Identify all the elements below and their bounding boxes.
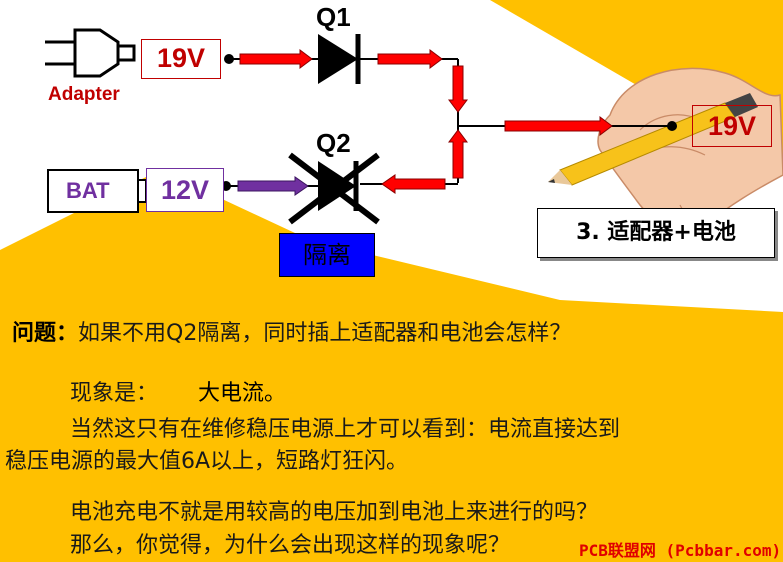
question-line-2: 电池充电不就是用较高的电压加到电池上来进行的吗？ [70, 500, 599, 525]
phenomenon-prefix: 现象是： [70, 381, 159, 406]
watermark: PCB联盟网 (Pcbbar.com) [579, 541, 782, 560]
hand-pen-illustration [548, 67, 783, 246]
q2-label: Q2 [316, 128, 351, 158]
phenomenon-line: 现象是： 大电流。 [70, 375, 286, 407]
arrow-down-upper [448, 65, 468, 113]
diode-q1 [318, 34, 361, 84]
explanation-line-2: 稳压电源的最大值6A以上，短路灯狂闪。 [5, 449, 409, 474]
bat-voltage-box: 12V [146, 168, 224, 212]
arrow-to-output [504, 116, 613, 136]
q1-label: Q1 [316, 2, 351, 32]
arrow-bat-to-q2 [237, 176, 309, 196]
bg-yellow-bottom [0, 170, 783, 562]
question-body: 如果不用Q2隔离，同时插上适配器和电池会怎样？ [78, 321, 572, 346]
output-voltage-box: 19V [692, 105, 772, 147]
question-line: 问题：如果不用Q2隔离，同时插上适配器和电池会怎样？ [12, 315, 571, 347]
adapter-label: Adapter [48, 84, 120, 105]
question-prefix: 问题： [12, 321, 79, 346]
explanation-line-1: 当然这只有在维修稳压电源上才可以看到：电流直接达到 [70, 417, 621, 442]
arrow-q1-right [377, 49, 443, 69]
circuit-diagram [45, 28, 677, 225]
phenomenon-value: 大电流。 [198, 381, 287, 406]
battery-icon [47, 169, 147, 213]
bat-label: BAT [66, 178, 110, 203]
isolation-badge: 隔离 [279, 233, 375, 277]
node-output [667, 121, 677, 131]
node-adapter [224, 54, 234, 64]
adapter-plug-icon [45, 28, 136, 78]
arrow-up-lower [448, 129, 468, 179]
adapter-voltage-box: 19V [141, 39, 221, 79]
arrow-junction-to-q2 [381, 174, 446, 194]
arrow-adapter-to-q1 [239, 49, 313, 69]
q2-cross-mark [288, 152, 380, 225]
scenario-caption: 3. 适配器+电池 [537, 208, 775, 258]
question-line-3: 那么，你觉得，为什么会出现这样的现象呢？ [70, 533, 511, 558]
